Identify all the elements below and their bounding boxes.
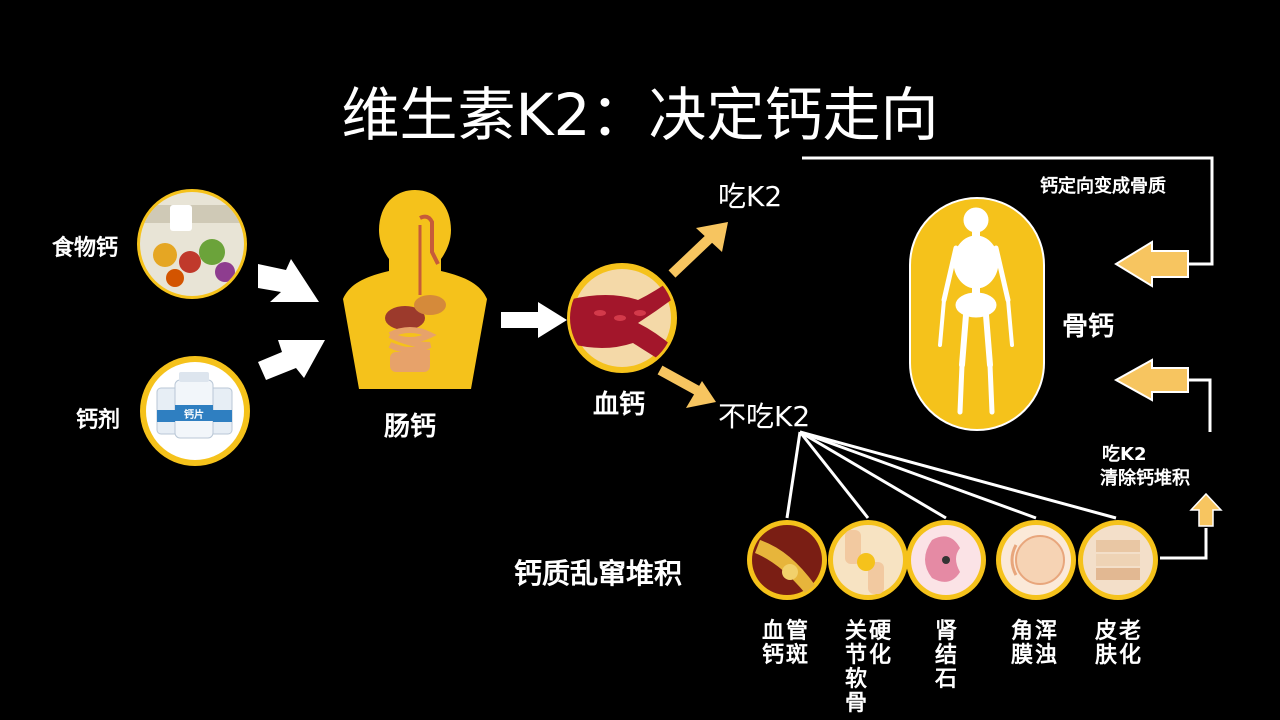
pill-label: 钙片 xyxy=(184,408,204,421)
pill-bottles-icon xyxy=(140,356,250,466)
blood-vessel-icon xyxy=(567,263,677,373)
deposit-title: 钙质乱窜堆积 xyxy=(514,557,683,590)
arrow-food-to-intestine xyxy=(258,259,319,302)
arrow-to-without-k2 xyxy=(657,365,716,408)
food-calcium-label: 食物钙 xyxy=(52,236,119,261)
food-plate-icon xyxy=(137,189,247,299)
intestine-calcium-label: 肠钙 xyxy=(384,412,437,442)
arrow-intestine-to-blood xyxy=(501,302,567,338)
eye-cornea-icon xyxy=(996,520,1076,600)
arrow-supplement-to-intestine xyxy=(258,340,325,380)
deposit-fan-lines xyxy=(785,430,1117,520)
bone-route-top-label: 钙定向变成骨质 xyxy=(1040,176,1166,197)
arrow-to-with-k2 xyxy=(668,222,728,278)
skeleton-capsule-icon xyxy=(909,197,1045,431)
artery-plaque-icon xyxy=(747,520,827,600)
kidney-stone-icon xyxy=(906,520,986,600)
condition-label-cornea: 角膜浑浊 xyxy=(1010,619,1057,668)
without-k2-label: 不吃K2 xyxy=(718,400,811,433)
page-title: 维生素K2：决定钙走向 xyxy=(341,81,939,149)
skin-aging-icon xyxy=(1078,520,1158,600)
human-body-digestive-icon xyxy=(343,190,487,389)
knee-joint-icon xyxy=(828,520,908,600)
route-with-k2-to-bone xyxy=(802,156,1214,288)
condition-label-skin: 皮肤老化 xyxy=(1094,619,1141,668)
supplement-label: 钙剂 xyxy=(76,408,121,433)
cleanup-k2-label: 吃K2 xyxy=(1102,444,1147,465)
with-k2-label: 吃K2 xyxy=(718,180,783,213)
bone-calcium-label: 骨钙 xyxy=(1062,312,1115,342)
route-cleanup-to-bone xyxy=(1113,358,1223,560)
condition-label-kidney: 肾结石 xyxy=(934,619,957,692)
cleanup-deposit-label: 清除钙堆积 xyxy=(1100,468,1190,489)
condition-label-plaque: 血钙管斑 xyxy=(761,619,808,668)
condition-label-joint: 关节硬化 软骨 xyxy=(844,619,891,716)
blood-calcium-label: 血钙 xyxy=(593,390,646,420)
